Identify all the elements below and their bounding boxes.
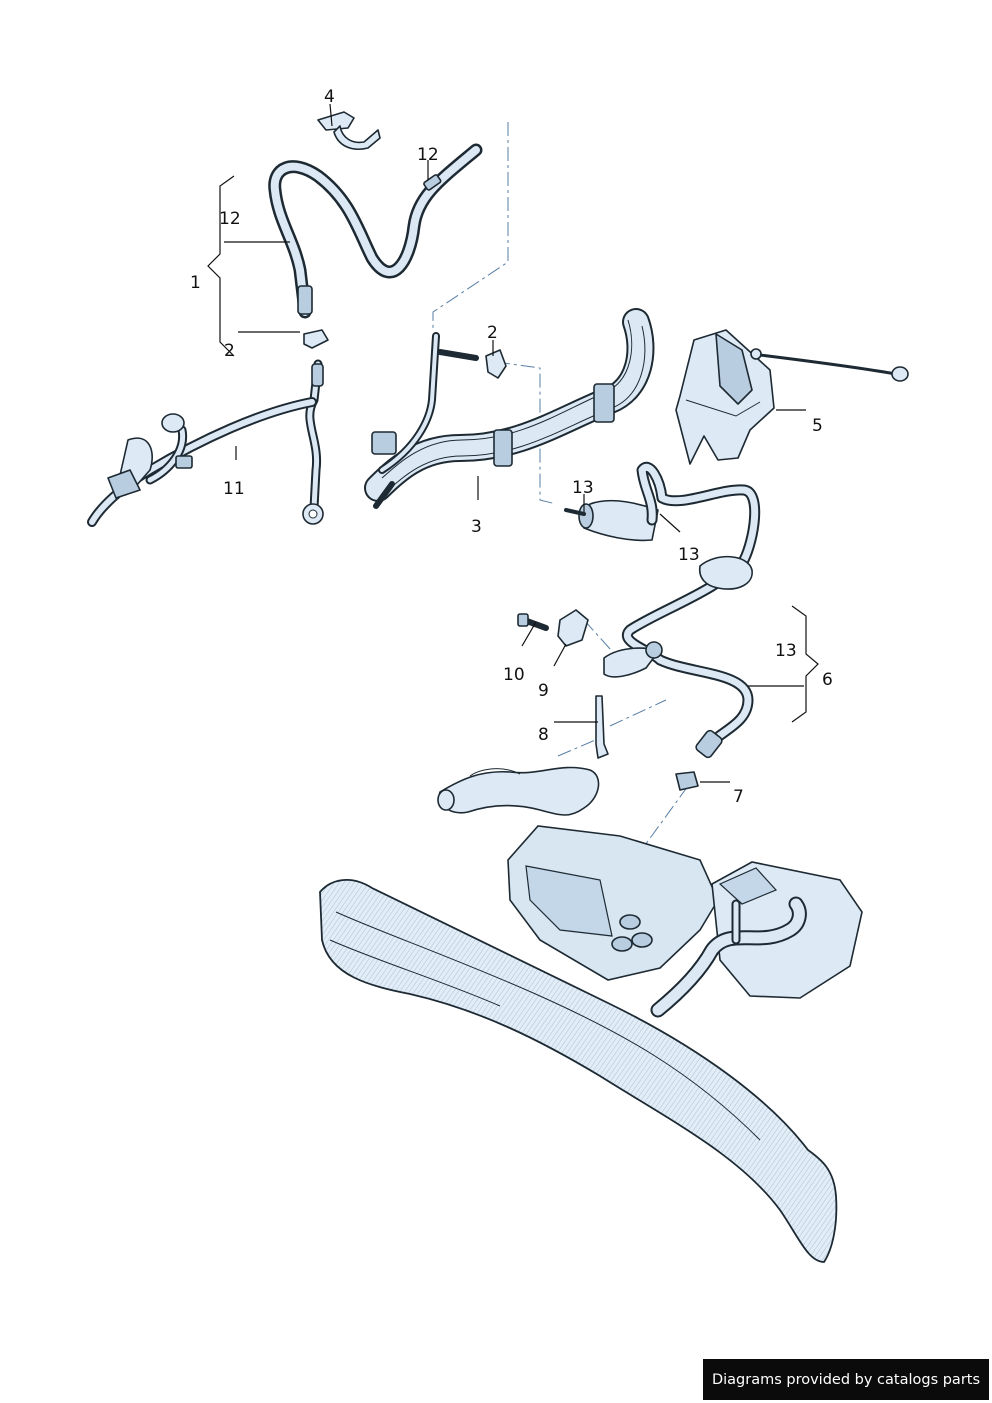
callout-6: 6 [822,670,833,690]
callout-12-left: 12 [219,209,241,229]
callout-13-c: 13 [775,641,797,661]
callout-11: 11 [223,479,245,499]
callout-10: 10 [503,665,525,685]
leader-lines [207,103,819,783]
callout-4: 4 [324,87,335,107]
callout-7: 7 [733,787,744,807]
callout-8: 8 [538,725,549,745]
catalog-credit-badge: Diagrams provided by catalogs parts [703,1359,989,1400]
callout-2-left: 2 [224,341,235,361]
callout-labels: 4 12 12 1 2 2 11 3 5 13 13 13 6 10 9 8 7 [190,87,833,807]
callout-9: 9 [538,681,549,701]
holder-part-9 [557,609,589,647]
thermostat-housing [437,766,600,816]
callout-2-mid: 2 [487,323,498,343]
callout-3: 3 [471,517,482,537]
pipe-bundle-part-3 [364,308,655,509]
sleeve-part-7 [675,771,699,791]
hose-part-12-upper [268,143,483,319]
bracket-part-8 [595,695,609,759]
clip-part-2-left [303,329,329,349]
callout-12-top: 12 [417,145,439,165]
bolt-part-10 [517,613,549,631]
clamp-part-4 [317,111,381,150]
callout-5: 5 [812,416,823,436]
catalog-credit-text: Diagrams provided by catalogs parts [711,1371,981,1388]
clip-part-2-mid [485,349,507,379]
valve-and-hose-part-13-6 [564,462,761,759]
hose-part-11 [87,359,324,527]
callout-13-a: 13 [572,478,594,498]
intake-manifold [319,825,863,1263]
callout-1: 1 [190,273,201,293]
actuator-part-5 [675,329,909,465]
callout-13-b: 13 [678,545,700,565]
